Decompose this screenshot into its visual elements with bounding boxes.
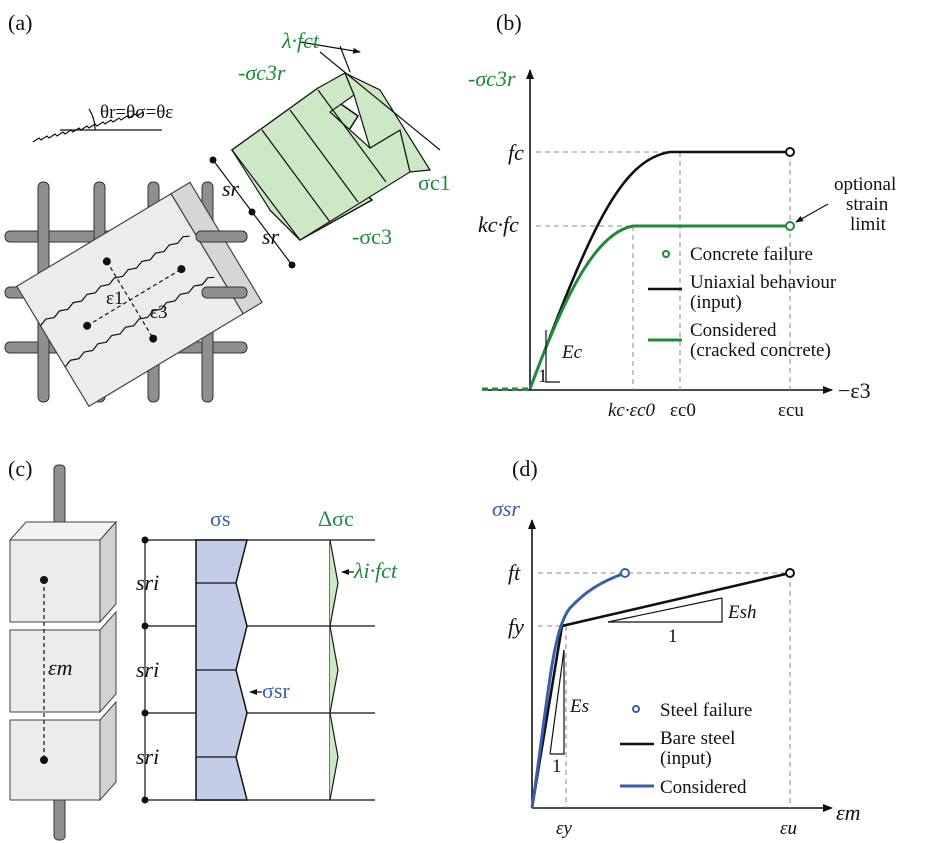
- d-eps-u-label: εu: [780, 818, 797, 839]
- angle-arc: [88, 108, 96, 131]
- d-considered-curve: [530, 571, 626, 809]
- c-concrete-stress-profile: [329, 539, 339, 801]
- d-legend-considered: Considered: [660, 777, 747, 798]
- d-Es-label: Es: [569, 696, 589, 717]
- panel-a-label: (a): [8, 10, 32, 35]
- sr-label-1: sr: [222, 176, 240, 201]
- panel-d: (d) σsr εm ft fy εy εu Esh 1 Es 1 Steel …: [492, 456, 861, 839]
- d-legend-bare-1: Bare steel: [660, 728, 735, 749]
- b-annotation-line2: strain: [846, 194, 889, 215]
- panel-a: (a) θr=θσ=θε ε1: [4, 10, 451, 408]
- b-annotation-line1: optional: [834, 174, 896, 195]
- d-failure-black: [785, 568, 795, 578]
- crack-wavy-line: [32, 111, 144, 143]
- d-one-label-sh: 1: [668, 626, 678, 647]
- sigma-c3-label: -σc3: [352, 224, 392, 249]
- panel-b: (b) -σc3r −ε3 fc kc·fc kc·εc0 εc0 εcu Ec…: [468, 10, 896, 421]
- panel-c-label: (c): [8, 456, 32, 481]
- d-legend: Steel failure Bare steel (input) Conside…: [620, 700, 752, 798]
- b-legend-uniaxial-1: Uniaxial behaviour: [690, 272, 837, 293]
- d-x-axis-label: εm: [836, 800, 861, 825]
- b-legend-failure: Concrete failure: [690, 244, 813, 265]
- d-eps-y-label: εy: [556, 818, 572, 839]
- d-y-axis-label: σsr: [492, 496, 520, 521]
- lambda-fct-label: λ·fct: [281, 28, 320, 53]
- b-x-axis-label: −ε3: [838, 378, 871, 403]
- lambda-dimension-line: [299, 41, 361, 54]
- d-Esh-label: Esh: [727, 602, 757, 623]
- c-sri-label-3: sri: [136, 744, 159, 769]
- b-fc-label: fc: [508, 140, 524, 165]
- b-legend-uniaxial-2: (input): [690, 292, 742, 313]
- b-legend: Concrete failure Uniaxial behaviour (inp…: [648, 244, 837, 361]
- panel-c: (c) εm sri sri sri σs: [8, 456, 398, 841]
- b-legend-considered-1: Considered: [690, 320, 777, 341]
- b-annotation-line3: limit: [850, 214, 887, 235]
- theta-label: θr=θσ=θε: [100, 102, 173, 123]
- eps1-label: ε1: [106, 288, 123, 309]
- panel-d-label: (d): [512, 456, 538, 481]
- b-one-label: 1: [538, 366, 548, 387]
- c-sri-label-1: sri: [136, 570, 159, 595]
- b-Ec-label: Ec: [561, 342, 583, 363]
- d-one-label-s: 1: [552, 756, 562, 777]
- d-ft-label: ft: [508, 560, 521, 585]
- c-eps-m-label: εm: [48, 655, 73, 680]
- d-failure-blue: [620, 568, 630, 578]
- eps3-label: ε3: [150, 302, 167, 323]
- sr-label-2: sr: [262, 224, 280, 249]
- stress-profile: [230, 41, 441, 241]
- b-eps-c0-label: εc0: [670, 400, 696, 421]
- sigma-c1-label: σc1: [418, 170, 451, 195]
- c-delta-sigma-c-label: Δσc: [318, 506, 354, 531]
- b-eps-cu-label: εcu: [778, 400, 804, 421]
- sigma-c3r-label: -σc3r: [238, 60, 286, 85]
- panel-b-label: (b): [496, 10, 522, 35]
- b-legend-considered-2: (cracked concrete): [690, 340, 831, 361]
- c-sigma-s-label: σs: [210, 506, 230, 531]
- d-legend-failure: Steel failure: [660, 700, 752, 721]
- c-sigma-sr-label: σsr: [262, 678, 290, 703]
- d-legend-bare-2: (input): [660, 748, 712, 769]
- b-kc-eps-c0-label: kc·εc0: [608, 400, 656, 421]
- b-kcfc-label: kc·fc: [478, 212, 519, 237]
- concrete-strip: [15, 181, 263, 408]
- b-y-axis-label: -σc3r: [468, 66, 516, 91]
- tension-prism: [8, 520, 118, 802]
- b-failure-green: [785, 221, 795, 231]
- c-sri-label-2: sri: [136, 657, 159, 682]
- b-failure-black: [785, 147, 795, 157]
- d-fy-label: fy: [508, 614, 524, 639]
- c-lambda-i-fct-label: λi·fct: [353, 558, 398, 583]
